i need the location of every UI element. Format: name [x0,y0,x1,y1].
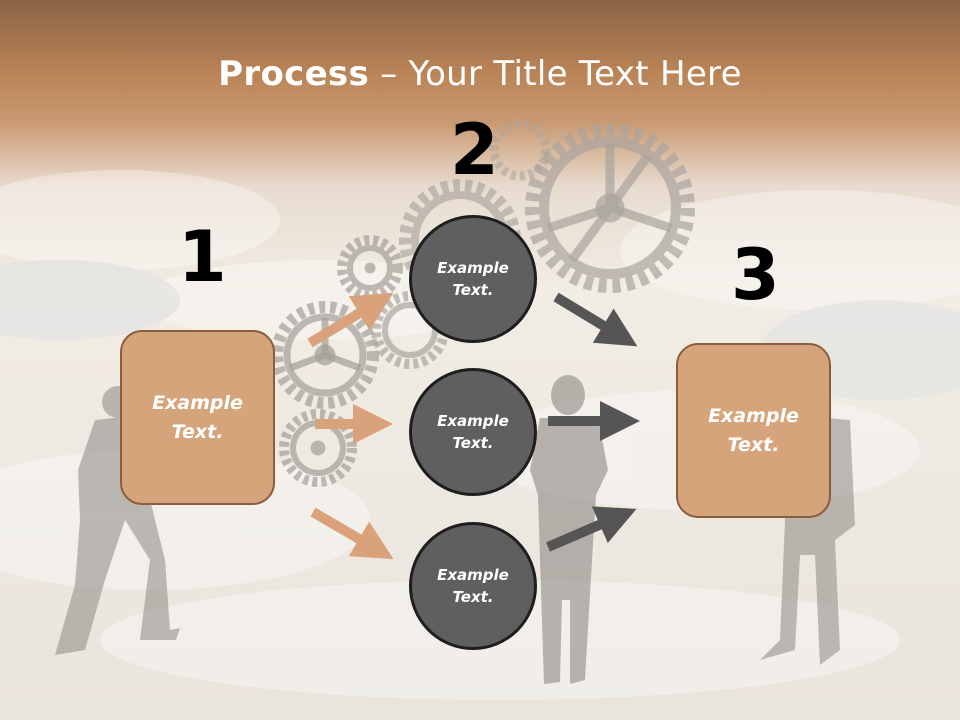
circle-top[interactable]: Example Text. [409,215,537,343]
gear-icon [525,123,695,293]
step-box-3-label: Example Text. [708,405,799,456]
person-center [530,375,608,684]
step-number-3: 3 [731,234,780,316]
title-rest: – Your Title Text Here [369,54,742,94]
slide-title: Process – Your Title Text Here [0,54,960,94]
step-number-1: 1 [178,216,227,298]
step-box-1[interactable]: Example Text. [120,330,275,505]
title-bold: Process [218,54,370,94]
circle-top-label: Example Text. [437,258,509,300]
step-box-3[interactable]: Example Text. [676,343,831,518]
step-number-2: 2 [450,109,499,191]
circle-middle[interactable]: Example Text. [409,368,537,496]
circle-bottom[interactable]: Example Text. [409,522,537,650]
arrow-icon [310,507,394,560]
arrow-icon [546,506,637,552]
arrow-icon [553,292,638,347]
arrow-icon [307,292,394,348]
circle-bottom-label: Example Text. [437,565,509,607]
gear-icon [337,235,403,301]
circle-middle-label: Example Text. [437,411,509,453]
step-box-1-label: Example Text. [152,392,243,443]
gear-icon [489,119,551,181]
